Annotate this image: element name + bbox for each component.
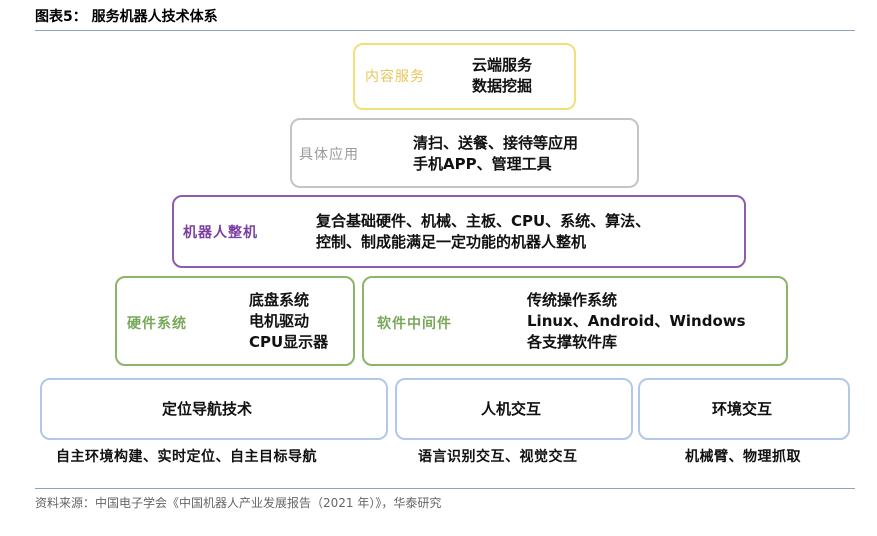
application-line: 清扫、送餐、接待等应用 [413,134,579,152]
application-box [290,118,639,188]
application-description: 清扫、送餐、接待等应用 手机APP、管理工具 [413,133,578,175]
software-line: 传统操作系统 [527,291,618,309]
content-service-box [353,43,576,110]
environment-interaction-label: 环境交互 [712,400,773,418]
source-note: 资料来源：中国电子学会《中国机器人产业发展报告（2021 年）》，华泰研究 [35,496,442,510]
top-rule [35,30,855,31]
hardware-label: 硬件系统 [127,316,187,332]
content-service-label: 内容服务 [365,69,425,85]
content-service-line: 数据挖掘 [472,77,533,95]
human-interaction-box [395,378,633,440]
navigation-box [40,378,388,440]
software-label: 软件中间件 [377,316,452,332]
figure-title: 图表5： 服务机器人技术体系 [35,9,218,25]
whole-machine-line: 复合基础硬件、机械、主板、CPU、系统、算法、 [316,212,651,230]
software-line: Linux、Android、Windows [527,312,746,330]
bottom-rule [35,488,855,489]
hardware-box [115,276,355,366]
content-service-line: 云端服务 [472,56,533,74]
human-interaction-label: 人机交互 [481,400,542,418]
human-interaction-caption: 语言识别交互、视觉交互 [418,449,578,465]
whole-machine-label: 机器人整机 [183,225,258,241]
software-line: 各支撑软件库 [527,333,618,351]
hardware-line: CPU显示器 [249,333,329,351]
hardware-line: 底盘系统 [249,291,310,309]
environment-interaction-box [638,378,850,440]
software-box [362,276,788,366]
navigation-label: 定位导航技术 [162,400,253,418]
environment-interaction-caption: 机械臂、物理抓取 [685,449,801,465]
whole-machine-description: 复合基础硬件、机械、主板、CPU、系统、算法、 控制、制成能满足一定功能的机器人… [316,211,650,253]
hardware-description: 底盘系统 电机驱动 CPU显示器 [249,290,328,353]
application-label: 具体应用 [299,147,359,163]
content-service-description: 云端服务 数据挖掘 [472,55,532,97]
whole-machine-box [172,195,746,268]
application-line: 手机APP、管理工具 [413,155,552,173]
hardware-line: 电机驱动 [249,312,310,330]
whole-machine-line: 控制、制成能满足一定功能的机器人整机 [316,233,587,251]
navigation-caption: 自主环境构建、实时定位、自主目标导航 [56,449,317,465]
software-description: 传统操作系统 Linux、Android、Windows 各支撑软件库 [527,290,746,353]
